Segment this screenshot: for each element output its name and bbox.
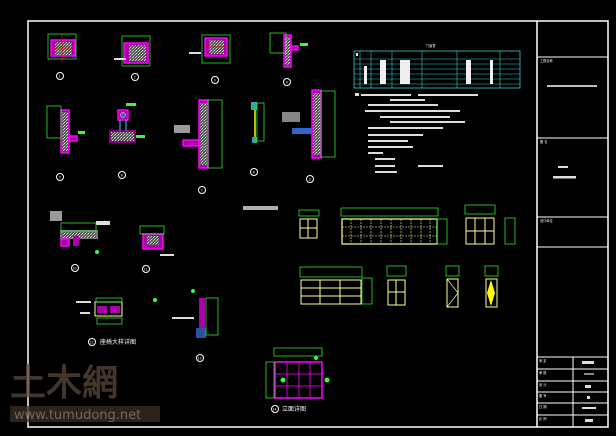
drawing-name-label: 图 名 [540, 139, 547, 144]
bench-detail-title: 座椅大样详图 [100, 338, 136, 346]
date-label: 日 期 [539, 404, 546, 409]
detail-4: 4 [269, 32, 308, 86]
detail-13-number: 13 [198, 356, 202, 360]
window-w2 [340, 207, 448, 245]
detail-9: 9 [282, 89, 336, 183]
detail-14-elevation: 14 立面详图 [265, 347, 330, 413]
detail-12-bench: 12 座椅大样详图 [76, 297, 157, 346]
detail-3: 3 [189, 34, 231, 84]
window-w3 [464, 204, 516, 245]
detail-10-number: 10 [73, 266, 77, 270]
window-w1 [298, 209, 320, 239]
detail-7: 7 [174, 99, 223, 194]
window-elevations [243, 204, 516, 308]
detail-13: 13 [172, 289, 219, 362]
table-title: 门窗表 [426, 43, 436, 48]
scale-label: 比 例 [539, 416, 546, 421]
door-d2 [445, 265, 460, 308]
detail-14-number: 14 [273, 407, 277, 411]
window-w4 [299, 266, 373, 305]
detail-10: 10 [50, 211, 110, 272]
detail-11-number: 11 [144, 267, 148, 271]
detail-1: 1 [47, 33, 77, 80]
designer-label: 设 计 [539, 382, 547, 387]
watermark-url: www.tumudong.net [14, 408, 141, 423]
drawing-no-label: 图 号 [539, 393, 546, 398]
door-d1 [386, 265, 407, 306]
check-label: 审 核 [539, 370, 547, 375]
door-d3 [484, 265, 499, 308]
detail-11: 11 [139, 225, 174, 273]
elevation-title: 立面详图 [282, 405, 306, 413]
detail-2-number: 2 [134, 75, 136, 79]
watermark-logo: 土木網 [10, 363, 118, 404]
detail-5: 5 [46, 105, 85, 181]
door-window-table: 门窗表 [353, 43, 521, 89]
watermark: 土木網 www.tumudong.net [10, 363, 160, 423]
detail-3-number: 3 [214, 78, 216, 82]
detail-8: 8 [250, 102, 265, 176]
detail-6-number: 6 [121, 173, 123, 177]
detail-2: 2 [114, 35, 151, 81]
title-block: 工程名称 图 名 设计单位 审 定 审 核 设 计 图 号 日 期 比 例 [537, 56, 608, 427]
drawing-frame [27, 20, 609, 428]
detail-9-number: 9 [309, 177, 311, 181]
detail-5-number: 5 [59, 175, 61, 179]
approve-label: 审 定 [539, 358, 547, 363]
design-unit-label: 设计单位 [540, 218, 554, 223]
project-label: 工程名称 [540, 58, 554, 63]
detail-4-number: 4 [286, 80, 288, 84]
detail-6: 6 [109, 103, 145, 179]
detail-1-number: 1 [59, 74, 61, 78]
detail-8-number: 8 [253, 170, 255, 174]
design-notes [355, 93, 478, 173]
detail-7-number: 7 [201, 188, 203, 192]
detail-12-number: 12 [90, 340, 94, 344]
